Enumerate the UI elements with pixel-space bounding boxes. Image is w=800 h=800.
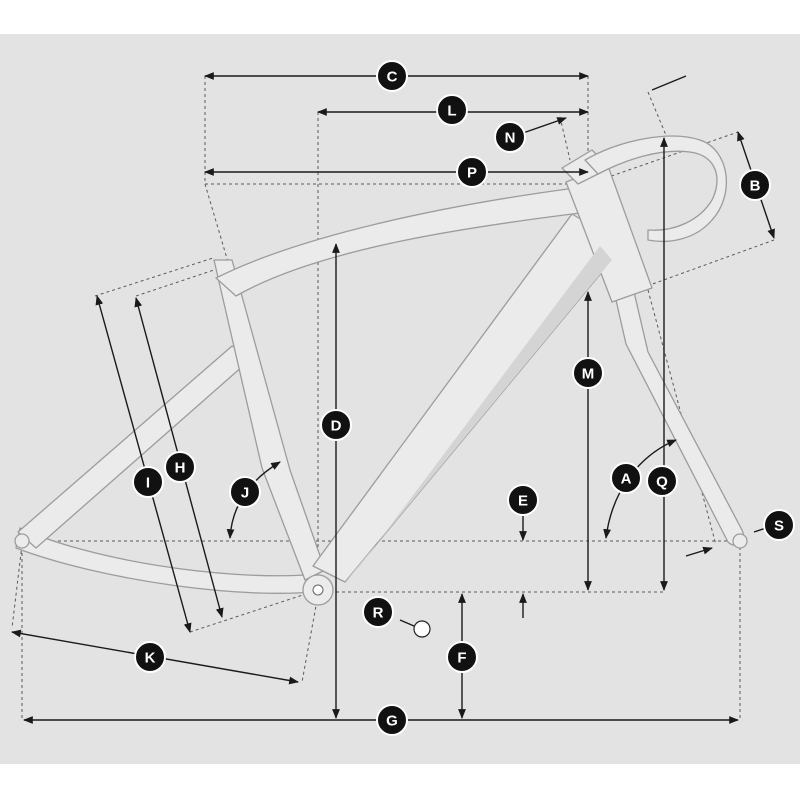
reference-guides bbox=[11, 76, 775, 720]
svg-text:E: E bbox=[518, 493, 528, 510]
marker-k: K bbox=[134, 641, 166, 673]
marker-b: B bbox=[739, 169, 771, 201]
svg-text:I: I bbox=[146, 475, 150, 492]
svg-text:L: L bbox=[447, 103, 456, 120]
rear-dropout bbox=[14, 533, 30, 549]
svg-text:M: M bbox=[582, 366, 595, 383]
svg-text:N: N bbox=[505, 130, 516, 147]
marker-e: E bbox=[507, 484, 539, 516]
svg-text:C: C bbox=[387, 69, 398, 86]
marker-l: L bbox=[436, 94, 468, 126]
marker-g: G bbox=[376, 704, 408, 736]
marker-r: R bbox=[362, 596, 394, 628]
marker-j: J bbox=[229, 476, 261, 508]
handlebar bbox=[584, 135, 727, 243]
svg-text:F: F bbox=[457, 650, 466, 667]
marker-i: I bbox=[132, 466, 164, 498]
svg-text:K: K bbox=[145, 650, 156, 667]
svg-text:Q: Q bbox=[656, 474, 668, 491]
svg-text:D: D bbox=[331, 418, 342, 435]
svg-text:B: B bbox=[750, 178, 761, 195]
marker-s: S bbox=[763, 509, 795, 541]
svg-text:R: R bbox=[373, 605, 384, 622]
svg-text:P: P bbox=[467, 165, 477, 182]
marker-q: Q bbox=[646, 465, 678, 497]
marker-c: C bbox=[376, 60, 408, 92]
marker-p: P bbox=[456, 156, 488, 188]
svg-text:J: J bbox=[241, 485, 249, 502]
marker-h: H bbox=[164, 451, 196, 483]
svg-text:A: A bbox=[621, 471, 632, 488]
marker-m: M bbox=[572, 357, 604, 389]
svg-text:G: G bbox=[386, 713, 398, 730]
bb-drop-reference-circle bbox=[413, 620, 431, 638]
svg-text:S: S bbox=[774, 518, 784, 535]
marker-d: D bbox=[320, 409, 352, 441]
svg-text:H: H bbox=[175, 460, 186, 477]
marker-a: A bbox=[610, 462, 642, 494]
marker-n: N bbox=[494, 121, 526, 153]
letter-badges: C L N P B D M I H J E A bbox=[132, 60, 795, 736]
marker-f: F bbox=[446, 641, 478, 673]
front-dropout bbox=[732, 533, 748, 549]
